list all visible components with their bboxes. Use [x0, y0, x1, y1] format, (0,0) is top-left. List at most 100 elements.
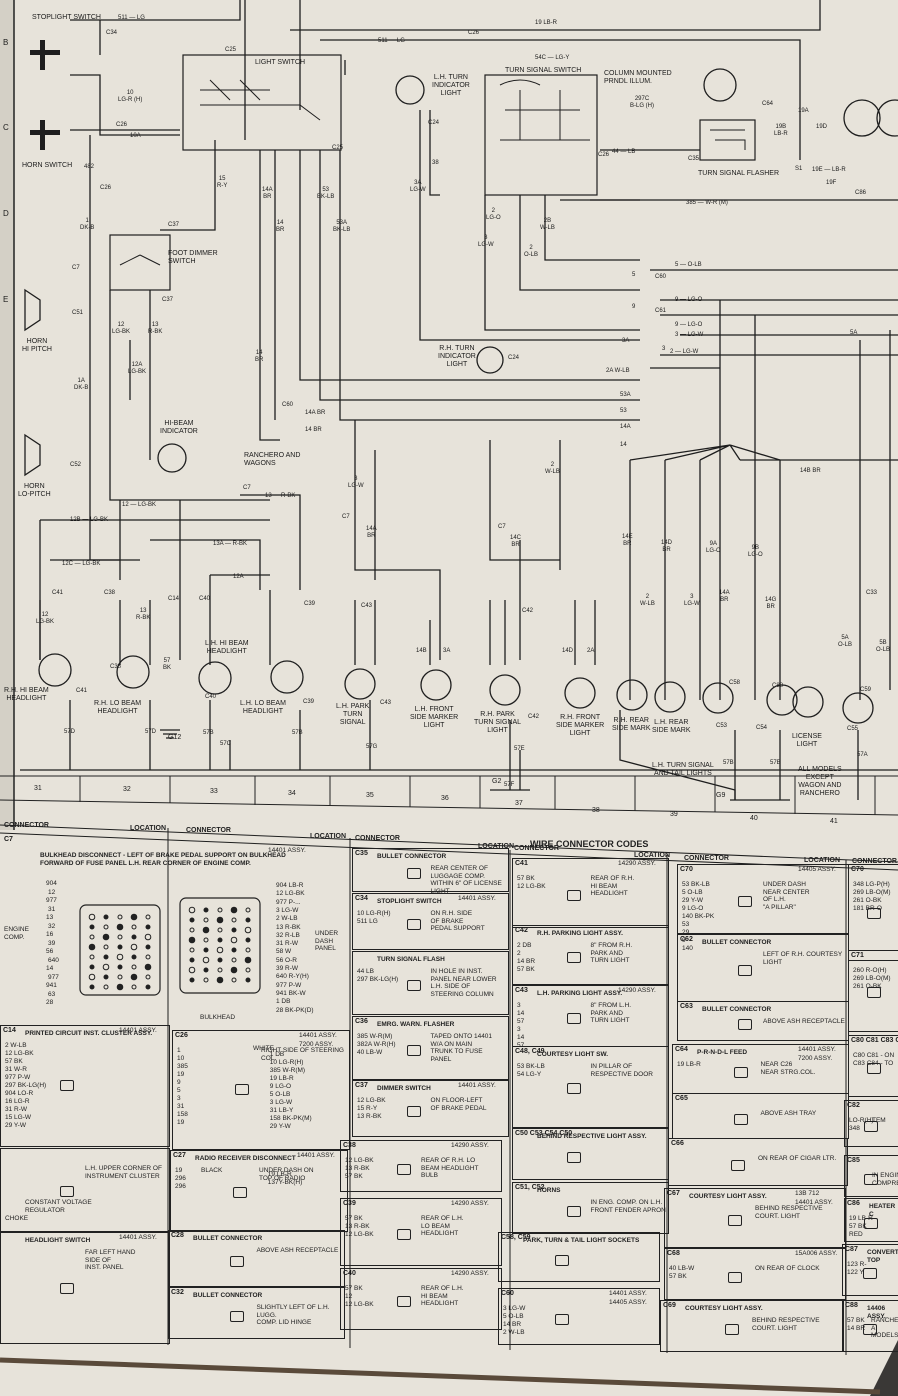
wire-label: 57D: [145, 729, 157, 735]
c7-left-wire: 904: [46, 880, 57, 887]
connector-pin: [145, 924, 151, 930]
header-location-2: LOCATION: [310, 833, 347, 840]
grid-col-31: 31: [34, 785, 42, 792]
c7-left-wire: 16: [46, 931, 54, 938]
wire-label: 57B: [770, 760, 781, 766]
connector-icon: [724, 1323, 739, 1335]
connector-icon: [567, 1013, 582, 1024]
connector-icon: [407, 918, 422, 930]
wire-label: 3A: [622, 338, 630, 344]
connector-pin: [203, 917, 209, 923]
connector-assy-2: 7200 ASSY.: [299, 1041, 334, 1048]
grid-col-37: 37: [515, 800, 523, 807]
wire-label: C38: [104, 590, 116, 596]
connector-icon: [863, 1174, 878, 1185]
c7-right-wire: 640 R-Y(H): [276, 973, 309, 981]
wire-label: C26: [598, 152, 610, 158]
connector-icon: [567, 889, 582, 901]
connector-id: C34: [355, 895, 368, 902]
connector-wire: 53: [682, 921, 690, 928]
grid-col-38: 38: [592, 807, 600, 814]
c7-left-wire: 977: [46, 897, 57, 904]
wire-label: 14: [620, 442, 627, 448]
connector-name: RADIO RECEIVER DISCONNECT: [195, 1155, 296, 1162]
connector-wire: 5 O-LB: [503, 1313, 524, 1320]
connector-wire: LO-R(H): [849, 1117, 874, 1124]
connector-assy: 14405 ASSY.: [798, 866, 836, 873]
connector-pin: [144, 933, 152, 941]
wire-label: C51: [72, 310, 84, 316]
connector-icon: [59, 1080, 74, 1091]
wire-label: 9: [632, 304, 636, 310]
wire-label: C52: [70, 462, 82, 468]
connector-icon: [59, 1282, 74, 1294]
c7-right-wire: 12 LG-BK: [276, 890, 305, 898]
connector-wire: 12 LG-BK: [345, 1231, 374, 1238]
connector-wire: 158 BK-PK(M): [269, 1115, 312, 1122]
wire-label: C55: [847, 726, 859, 732]
wire-label: C34: [106, 30, 118, 36]
wire-label: C40: [205, 694, 217, 700]
wire-label: C53: [716, 723, 728, 729]
horn-hi-label: HORN HI PITCH: [22, 338, 52, 353]
wire-label: C42: [528, 714, 540, 720]
c7-left-wire: 28: [46, 999, 54, 1006]
connector-id: C32: [171, 1289, 184, 1296]
c7-left-wire: 39: [48, 939, 56, 947]
connector-icon: [59, 1185, 74, 1197]
connector-id: C14: [3, 1027, 16, 1034]
row-letter-e: E: [3, 295, 8, 304]
wire-label: 19B LB-R: [774, 124, 788, 137]
grid-col-35: 35: [366, 792, 374, 799]
lh-turn-tail-label: L.H. TURN SIGNAL AND TAIL LIGHTS: [652, 762, 714, 777]
connector-location: REAR OF R.H. HI BEAM HEADLIGHT: [590, 875, 635, 897]
connector-wire: 261 O-BK: [853, 983, 882, 990]
connector-wire: 1 DB: [269, 1051, 285, 1058]
connector-id: C60: [501, 1290, 514, 1297]
connector-icon: [230, 1310, 245, 1322]
connector-icon: [731, 1159, 746, 1171]
connector-wire: 40 LB-W: [669, 1265, 695, 1272]
row-letter-b: B: [3, 38, 8, 47]
wire-label: C40: [199, 596, 211, 602]
wire-label: 5A O-LB: [838, 635, 853, 648]
wire-label: 14A: [620, 424, 631, 430]
wire-label: 57B: [203, 730, 214, 736]
connector-wire: 9 LG-O: [269, 1083, 292, 1090]
connector-wire: 31 R-W: [5, 1106, 28, 1113]
connector-wire: 2 W-LB: [503, 1329, 525, 1336]
connector-pin: [245, 967, 251, 973]
connector-name: R.H. PARKING LIGHT ASSY.: [537, 930, 623, 937]
connector-pin: [203, 967, 209, 973]
connector-location: REAR OF R.H. LO BEAM HEADLIGHT BULB: [421, 1157, 479, 1179]
connector-pin: [230, 966, 238, 974]
wire-label: 14 BR: [255, 350, 264, 363]
c7-right-wire: 3 LG-W: [276, 906, 299, 914]
rh-hi-beam-lamp: [38, 653, 72, 687]
connector-assy: 15A006 ASSY.: [795, 1250, 838, 1257]
wire-label: 3: [662, 346, 666, 352]
column-lamp: [703, 68, 737, 102]
light-switch-label: LIGHT SWITCH: [255, 59, 306, 66]
connector-location: ON REAR OF CLOCK: [755, 1265, 820, 1272]
turn-signal-switch-label: TURN SIGNAL SWITCH: [505, 67, 582, 74]
connector-name: BULLET CONNECTOR: [377, 853, 447, 860]
c7-connector-blocks: [79, 897, 261, 996]
connector-location: ABOVE ASH TRAY: [760, 1110, 817, 1117]
connector-assy: 14290 ASSY.: [618, 860, 656, 867]
rh-lo-beam-label: R.H. LO BEAM HEADLIGHT: [94, 700, 142, 715]
connector-wire: 122 Y: [847, 1269, 864, 1276]
rh-turn-indicator-lamp: [476, 346, 504, 374]
connector-wire: 14 BR: [503, 1321, 522, 1328]
connector-id: C40: [343, 1270, 356, 1277]
